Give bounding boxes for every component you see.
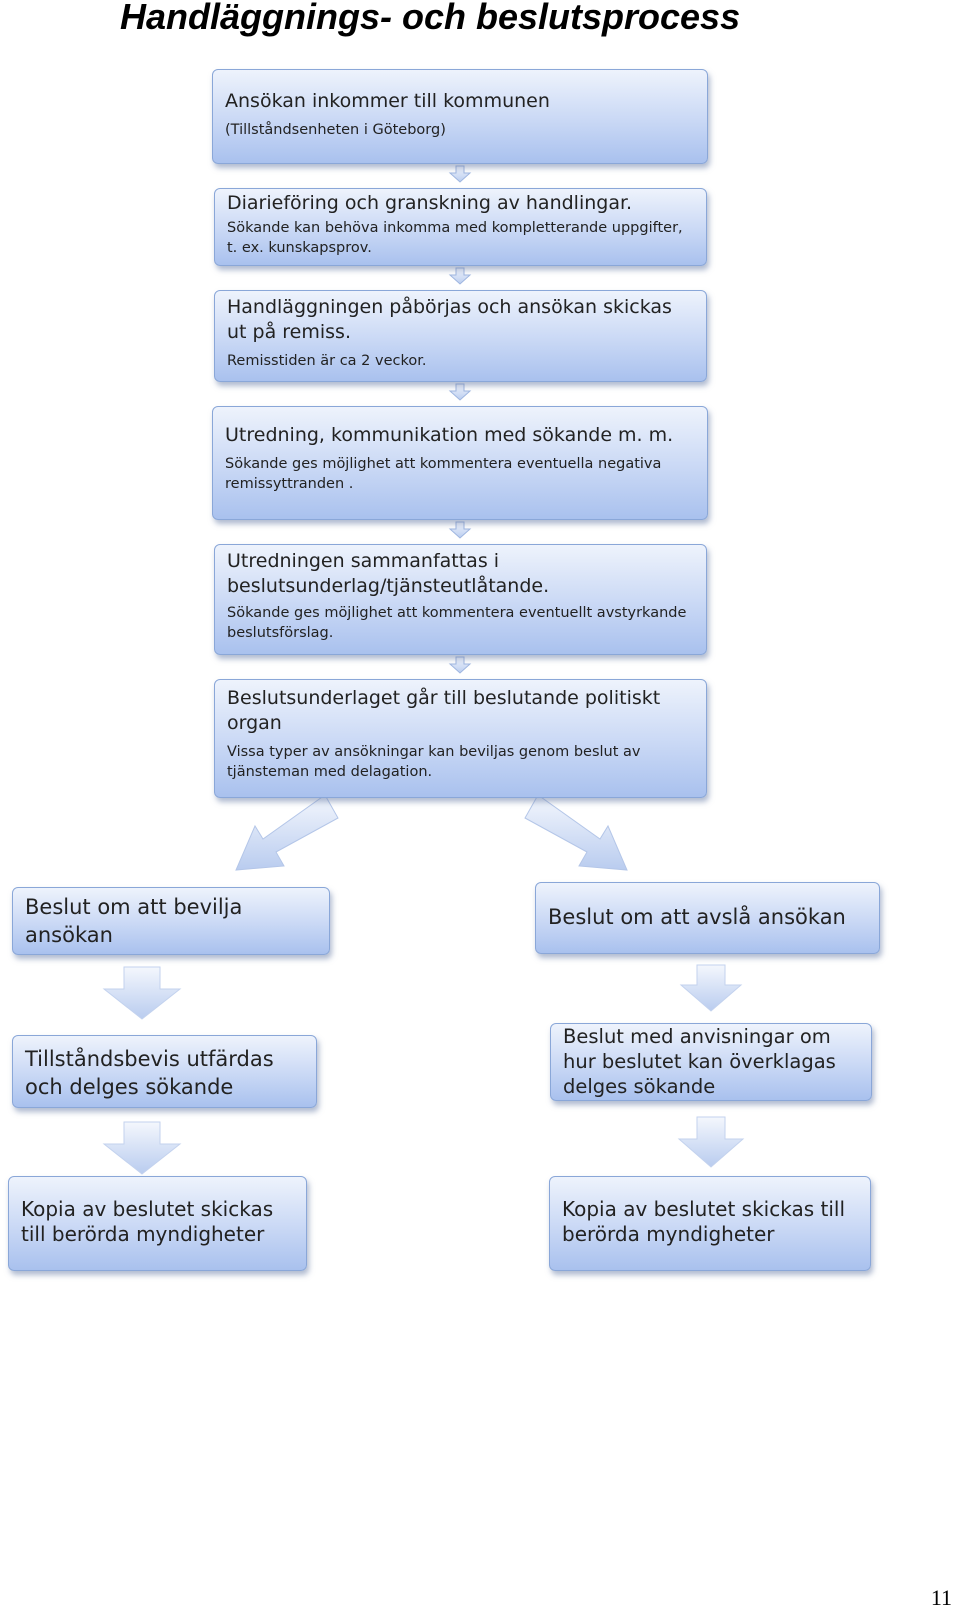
step-decision-body: Beslutsunderlaget går till beslutande po… [214,679,707,798]
arrow-down-right-icon [524,794,628,871]
step-main-text: Handläggningen påbörjas och ansökan skic… [227,296,672,343]
permit-issued: Tillståndsbevis utfärdas och delges söka… [12,1035,317,1108]
copy-sent-left: Kopia av beslutet skickas till berörda m… [8,1176,307,1271]
step-main-text: Beslutsunderlaget går till beslutande po… [227,687,661,734]
step-main-text: Beslut om att avslå ansökan [548,905,846,929]
arrow-down-icon [102,966,182,1020]
arrow-down-icon [102,1121,182,1175]
decision-reject: Beslut om att avslå ansökan [535,882,880,954]
arrow-down-icon [677,1116,745,1168]
page-title: Handläggnings- och beslutsprocess [120,0,741,37]
step-sub-text: Vissa typer av ansökningar kan beviljas … [227,744,641,780]
step-sub-text: Remisstiden är ca 2 veckor. [227,353,427,369]
arrow-down-icon [448,165,472,183]
step-main-text: Diarieföring och granskning av handlinga… [227,192,633,214]
arrow-down-icon [448,267,472,285]
copy-sent-right: Kopia av beslutet skickas till berörda m… [549,1176,871,1271]
step-main-text: Beslut om att bevilja ansökan [25,895,243,947]
arrow-down-icon [448,383,472,401]
step-application-received: Ansökan inkommer till kommunen (Tillstån… [212,69,708,164]
step-sub-text: Sökande ges möjlighet att kommentera eve… [225,456,662,492]
step-summary: Utredningen sammanfattas i beslutsunderl… [214,544,707,655]
step-main-text: Ansökan inkommer till kommunen [225,90,550,112]
step-sub-text: Sökande ges möjlighet att kommentera eve… [227,605,687,641]
arrow-down-icon [448,521,472,539]
step-main-text: Utredningen sammanfattas i beslutsunderl… [227,550,550,597]
step-main-text: Kopia av beslutet skickas till berörda m… [562,1197,845,1246]
step-sub-text: Sökande kan behöva inkomma med komplette… [227,220,683,256]
page-number: 11 [930,1585,952,1610]
arrow-down-icon [679,964,743,1012]
arrow-down-left-icon [235,794,339,871]
step-main-text: Utredning, kommunikation med sökande m. … [225,424,674,446]
step-investigation: Utredning, kommunikation med sökande m. … [212,406,708,520]
decision-approve: Beslut om att bevilja ansökan [12,887,330,955]
step-main-text: Kopia av beslutet skickas till berörda m… [21,1197,274,1246]
step-main-text: Beslut med anvisningar om hur beslutet k… [563,1025,836,1098]
step-sub-text: (Tillståndsenheten i Göteborg) [225,122,446,138]
arrow-down-icon [448,656,472,674]
step-processing-referral: Handläggningen påbörjas och ansökan skic… [214,290,707,382]
step-registration-review: Diarieföring och granskning av handlinga… [214,188,707,266]
appeal-instructions: Beslut med anvisningar om hur beslutet k… [550,1023,872,1101]
step-main-text: Tillståndsbevis utfärdas och delges söka… [25,1047,274,1099]
